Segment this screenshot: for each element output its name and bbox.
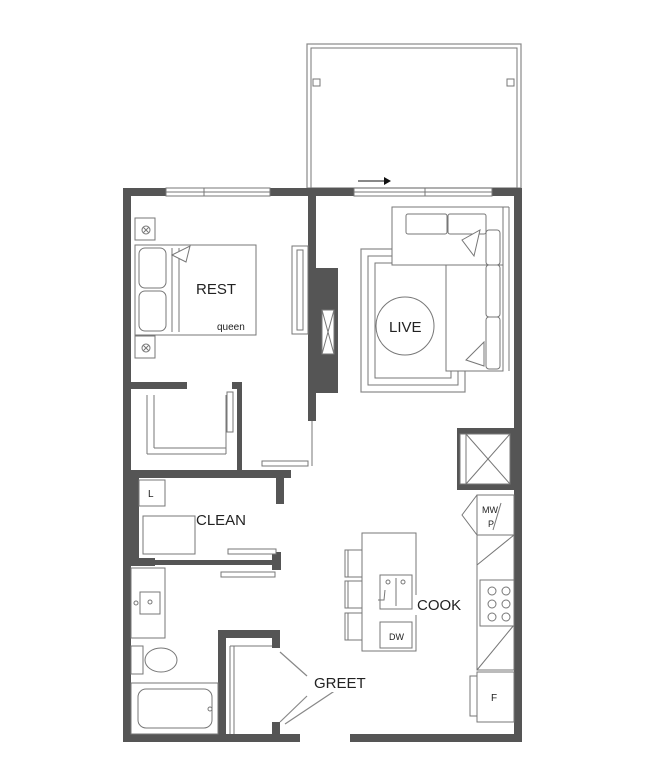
fridge-label: F xyxy=(491,693,497,704)
balcony xyxy=(306,43,522,189)
arrow-right-icon xyxy=(358,177,391,185)
living-room: LIVE xyxy=(360,206,510,393)
interior-walls xyxy=(131,196,316,734)
entry: GREET xyxy=(229,645,366,734)
exterior-walls xyxy=(123,188,522,742)
bed-size-label: queen xyxy=(217,322,245,333)
kitchen: MW P F DW COOK xyxy=(344,428,515,723)
room-label-clean: CLEAN xyxy=(196,512,246,529)
laundry: L CLEAN xyxy=(138,479,277,578)
laundry-label: L xyxy=(148,489,154,500)
dishwasher-label: DW xyxy=(389,632,404,642)
fireplace xyxy=(316,268,338,393)
toilet xyxy=(144,647,178,673)
closet xyxy=(146,391,309,467)
room-label-cook: COOK xyxy=(417,597,461,614)
round-coffee-table xyxy=(375,296,435,356)
bathroom xyxy=(130,567,219,735)
bathtub xyxy=(130,682,219,735)
room-label-greet: GREET xyxy=(314,675,366,692)
pantry-label: P xyxy=(488,519,494,529)
room-label-live: LIVE xyxy=(389,319,422,336)
windows xyxy=(165,187,493,197)
microwave-label: MW xyxy=(482,505,498,515)
bedroom: REST queen xyxy=(134,217,309,359)
room-label-rest: REST xyxy=(196,281,236,298)
